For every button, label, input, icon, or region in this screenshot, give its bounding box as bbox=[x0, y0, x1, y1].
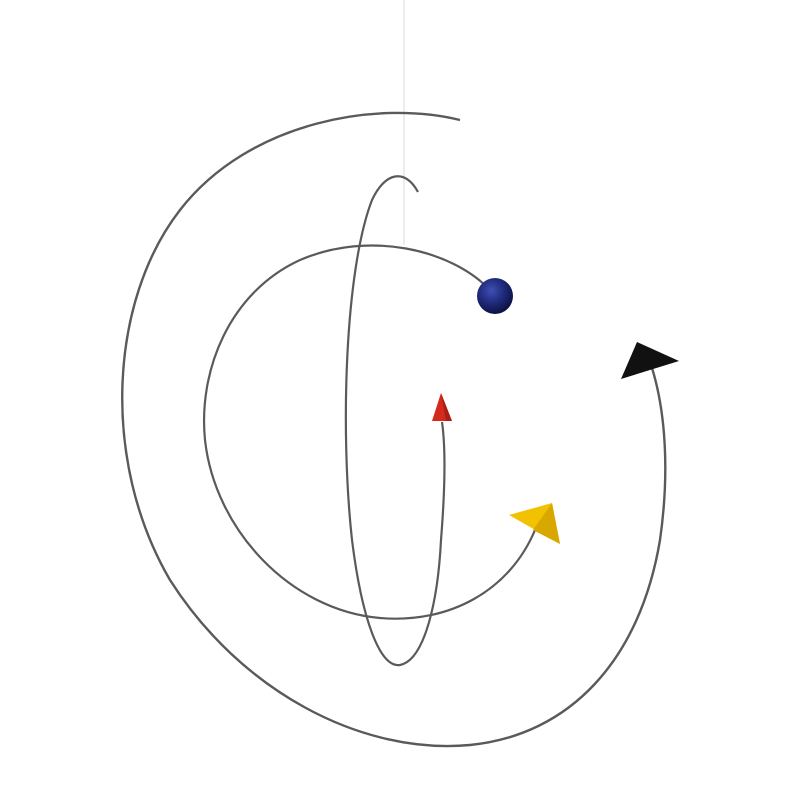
yellow-triangle-shade bbox=[533, 503, 560, 544]
outer-arc-wire bbox=[121, 111, 667, 748]
vertical-loop-wire bbox=[344, 175, 446, 667]
red-triangle-shadow bbox=[441, 393, 452, 421]
blue-sphere-ornament bbox=[477, 278, 513, 314]
black-triangle-ornament bbox=[621, 342, 679, 379]
inner-circle-wire bbox=[203, 244, 537, 620]
